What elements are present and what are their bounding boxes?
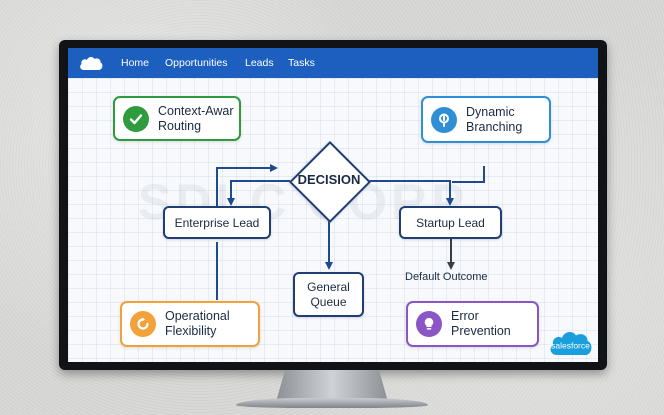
branch-icon [431, 106, 457, 133]
decision-node[interactable]: DECISION [288, 140, 372, 224]
card-error-label: Error Prevention [451, 309, 511, 339]
monitor: Home Opportunities Leads Tasks SDLC CORP [59, 40, 607, 370]
card-operational-flexibility[interactable]: Operational Flexibility [120, 301, 260, 347]
card-context-line1: Context-Awar [158, 103, 234, 118]
card-dynamic-label: Dynamic Branching [466, 105, 522, 135]
enterprise-lead-label: Enterprise Lead [174, 215, 260, 230]
edge-enterprise-to-decision [216, 164, 278, 207]
general-queue-label: General Queue [307, 280, 350, 310]
refresh-icon [130, 311, 156, 337]
card-error-line1: Error [451, 309, 479, 323]
diagram-connectors [216, 164, 485, 300]
diagram-canvas: SDLC CORP [68, 78, 598, 362]
card-dynamic-branching[interactable]: Dynamic Branching [421, 96, 551, 143]
nav-opportunities[interactable]: Opportunities [165, 57, 228, 69]
card-dynamic-line1: Dynamic [466, 104, 515, 119]
node-general-queue[interactable]: General Queue [293, 272, 364, 317]
general-queue-line2: Queue [310, 294, 347, 309]
salesforce-logo: salesforce [550, 331, 592, 355]
screen: Home Opportunities Leads Tasks SDLC CORP [68, 48, 598, 362]
nav-tasks[interactable]: Tasks [288, 57, 315, 69]
default-outcome-label: Default Outcome [405, 271, 488, 283]
lightbulb-icon [416, 311, 442, 337]
card-context-label: Context-Awar Routing [158, 104, 234, 134]
salesforce-logo-text: salesforce [551, 341, 590, 351]
card-operational-line1: Operational [165, 309, 230, 323]
card-context-line2: Routing [158, 118, 202, 133]
check-icon [123, 105, 149, 132]
edge-decision-to-startup [368, 180, 454, 206]
nav-home[interactable]: Home [121, 57, 150, 69]
nav-leads[interactable]: Leads [245, 57, 274, 69]
node-enterprise-lead[interactable]: Enterprise Lead [163, 206, 271, 239]
card-error-line2: Prevention [451, 324, 511, 338]
node-startup-lead[interactable]: Startup Lead [399, 206, 502, 239]
monitor-stand-base [236, 398, 428, 408]
edge-dynamic-to-startup [452, 166, 485, 183]
card-error-prevention[interactable]: Error Prevention [406, 301, 539, 347]
general-queue-line1: General [307, 279, 350, 294]
top-navbar: Home Opportunities Leads Tasks [68, 48, 598, 78]
card-context-aware-routing[interactable]: Context-Awar Routing [113, 96, 241, 141]
edge-decision-to-enterprise [227, 180, 290, 206]
card-operational-line2: Flexibility [165, 324, 217, 338]
salesforce-cloud-icon[interactable] [78, 53, 104, 73]
monitor-stand-neck [276, 370, 388, 402]
startup-lead-label: Startup Lead [416, 215, 485, 230]
card-operational-label: Operational Flexibility [165, 309, 230, 339]
decision-label: DECISION [297, 172, 361, 187]
card-dynamic-line2: Branching [466, 119, 523, 134]
